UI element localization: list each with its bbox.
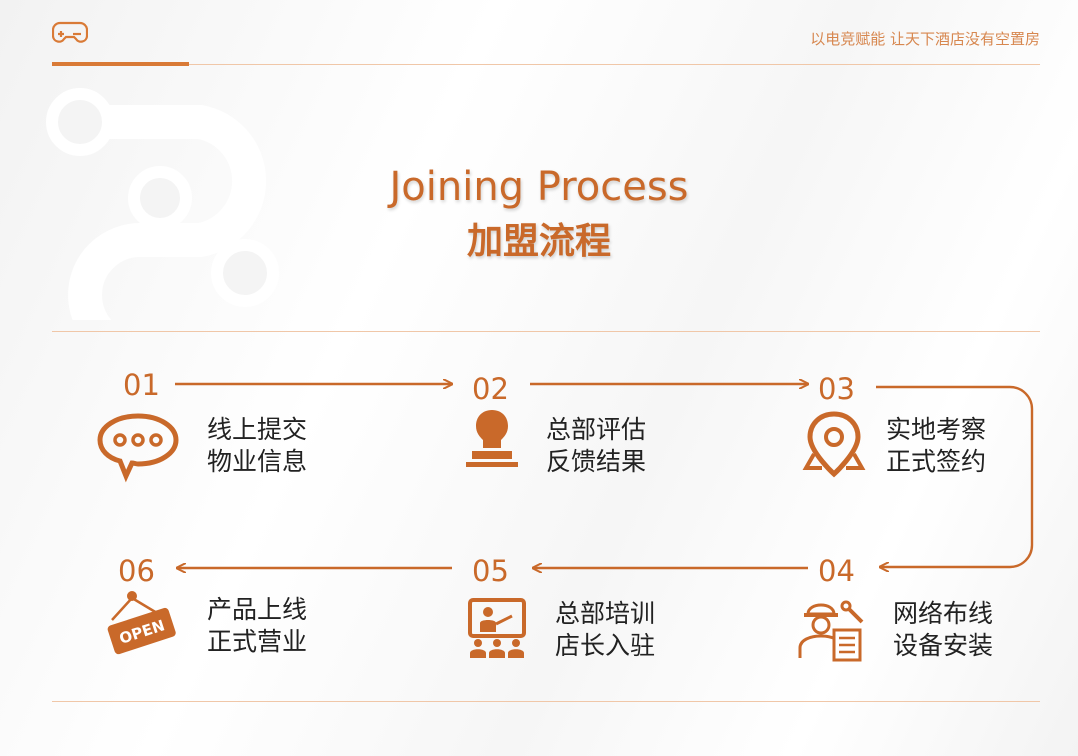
page-title-en: Joining Process (389, 164, 689, 210)
step-line2: 反馈结果 (546, 447, 647, 476)
section-divider-bottom (52, 701, 1040, 702)
engineer-checklist-icon (798, 600, 864, 662)
step-line2: 正式营业 (207, 627, 308, 656)
header-divider-accent (52, 62, 189, 66)
step-line2: 店长入驻 (555, 631, 656, 660)
step-line1: 产品上线 (207, 595, 308, 624)
step-number: 01 (123, 368, 160, 402)
step-line1: 实地考察 (886, 415, 987, 444)
step-line1: 总部培训 (555, 599, 656, 628)
step-label-03: 实地考察 正式签约 (886, 414, 986, 478)
step-line1: 网络布线 (893, 599, 994, 628)
step-label-06: 产品上线 正式营业 (207, 594, 307, 658)
step-label-05: 总部培训 店长入驻 (555, 598, 655, 662)
step-number: 04 (818, 554, 855, 588)
header-tagline: 以电竞赋能 让天下酒店没有空置房 (810, 30, 1040, 48)
step-number: 02 (472, 372, 509, 406)
step-number: 05 (472, 554, 509, 588)
step-line1: 总部评估 (546, 415, 647, 444)
gamepad-icon (52, 21, 88, 43)
chat-bubble-icon (97, 413, 179, 483)
background-decoration (46, 88, 279, 320)
step-line2: 正式签约 (886, 447, 987, 476)
location-pin-icon (802, 411, 866, 478)
step-number: 03 (818, 372, 855, 406)
step-number: 06 (118, 554, 155, 588)
stamp-icon (466, 410, 518, 467)
step-line2: 设备安装 (893, 631, 994, 660)
step-line2: 物业信息 (207, 447, 308, 476)
step-label-02: 总部评估 反馈结果 (546, 414, 646, 478)
header-divider (52, 64, 1040, 65)
step-label-04: 网络布线 设备安装 (893, 598, 993, 662)
training-board-icon (468, 598, 526, 658)
page-title-zh: 加盟流程 (466, 221, 611, 262)
section-divider-top (52, 331, 1040, 332)
step-line1: 线上提交 (207, 415, 308, 444)
open-sign-icon: OPEN (107, 591, 176, 655)
step-label-01: 线上提交 物业信息 (207, 414, 307, 478)
